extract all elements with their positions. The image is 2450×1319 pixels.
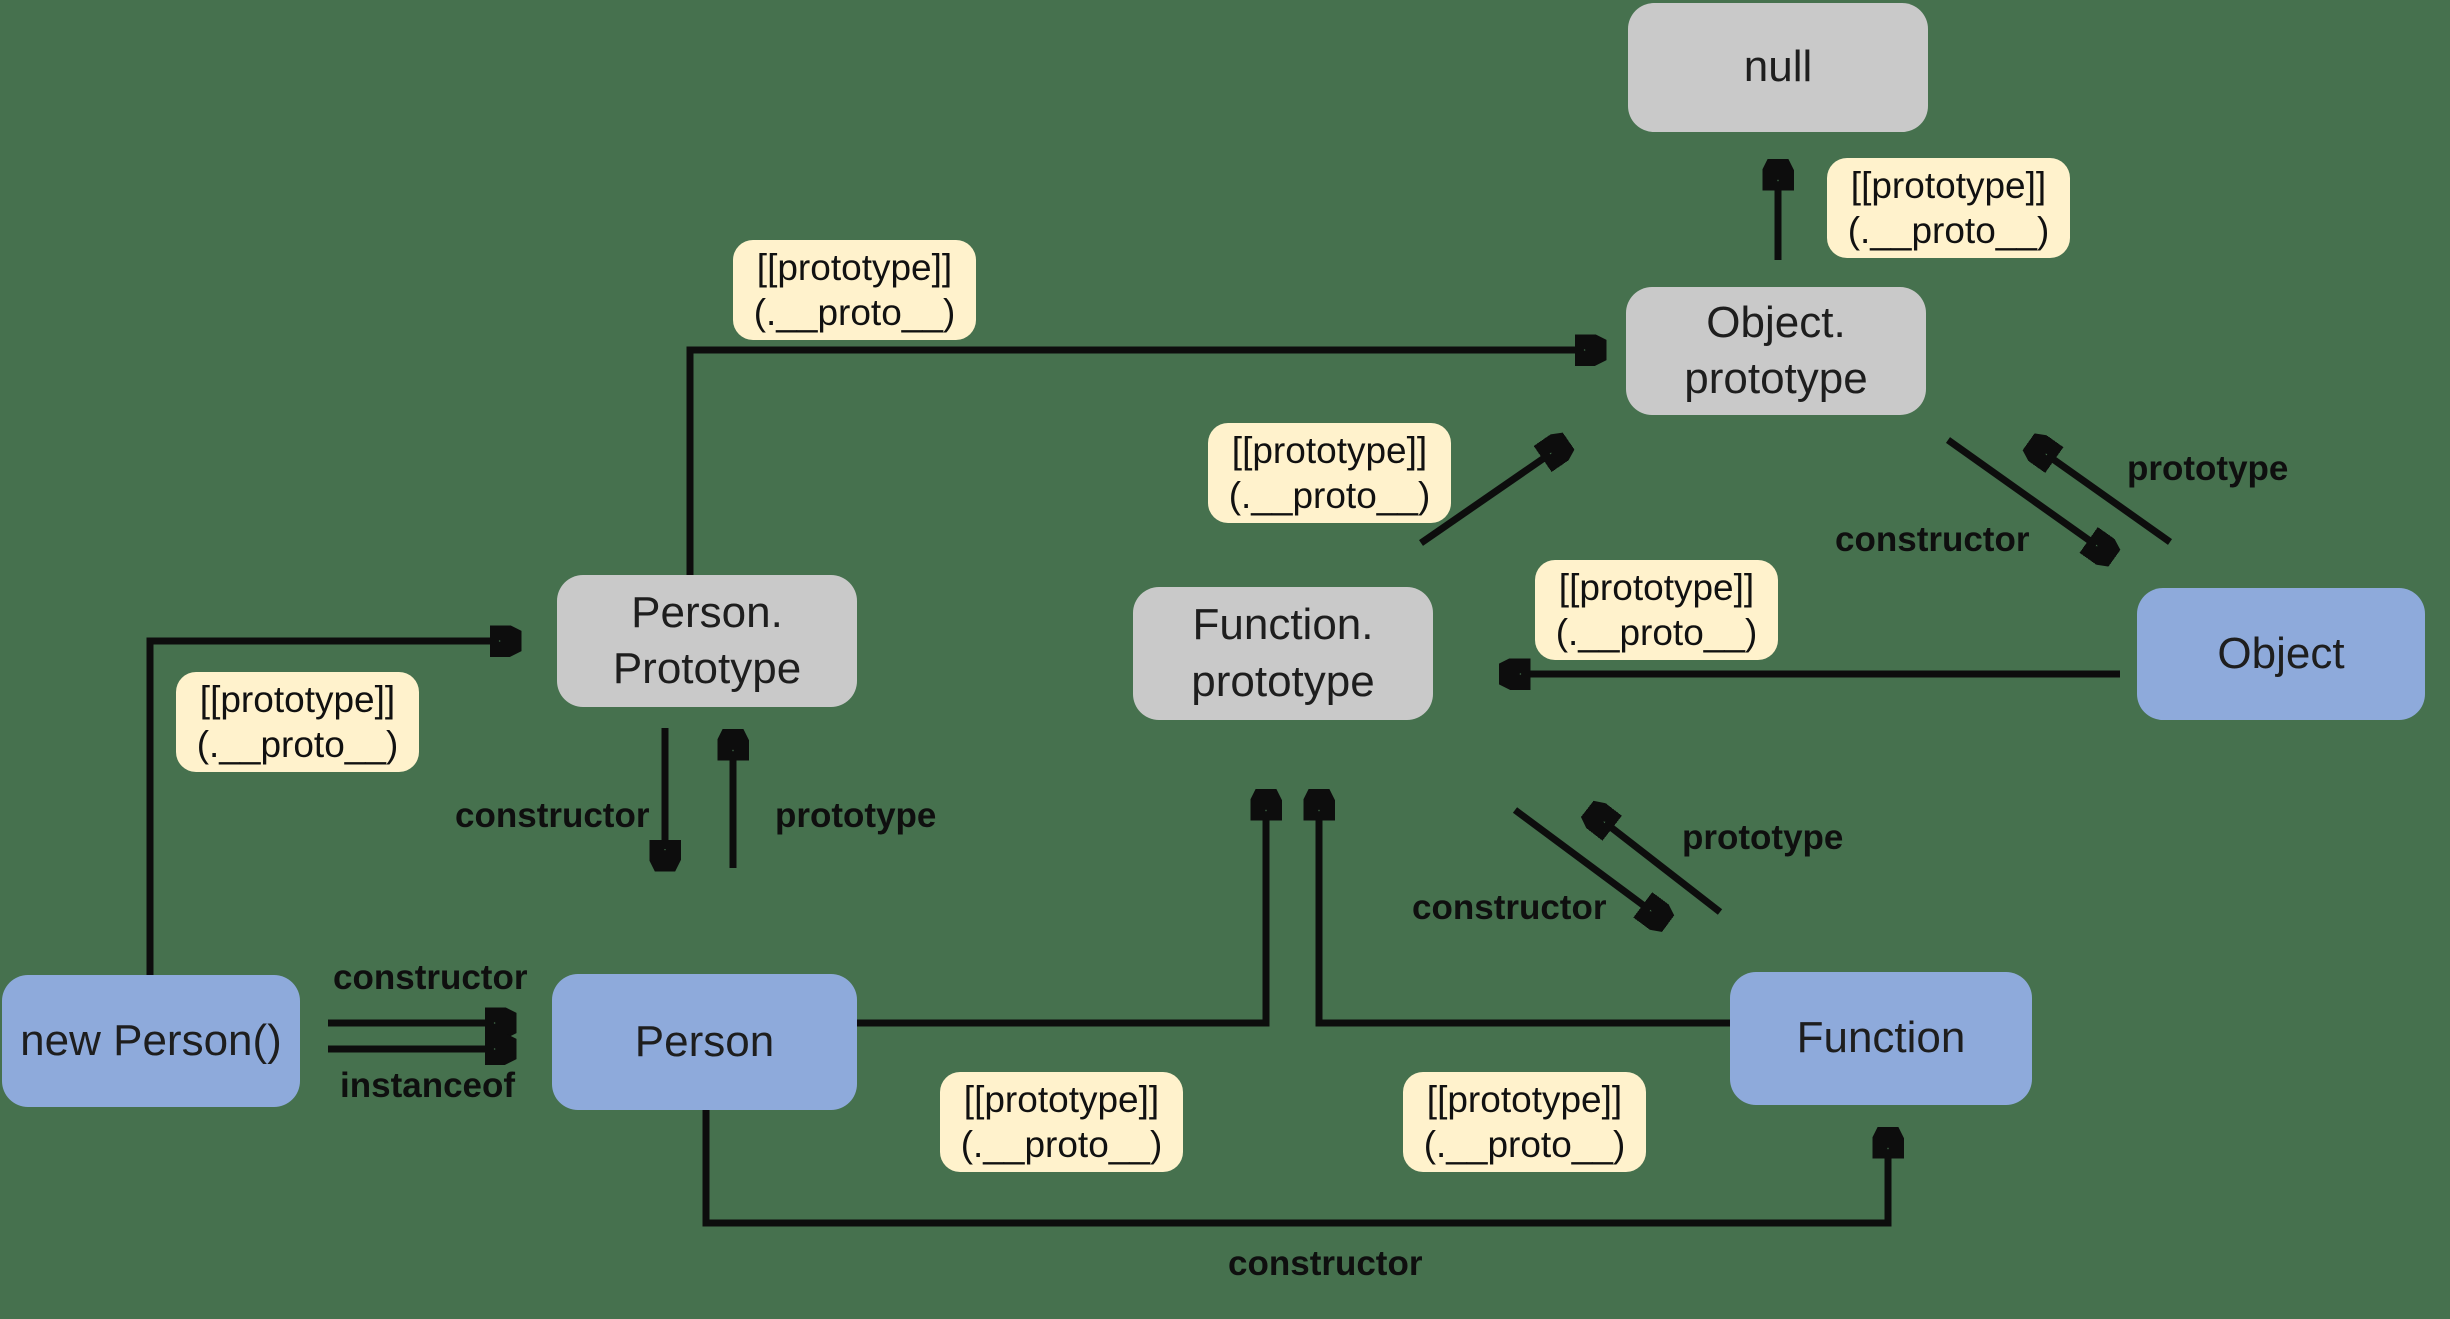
- node-object-prototype-line2: prototype: [1684, 354, 1868, 403]
- arrow-object-to-objectprototype-prototype: [2050, 457, 2173, 545]
- node-person-prototype-line2: Prototype: [612, 644, 802, 693]
- arrow-objectprototype-to-object-constructor: [1945, 437, 2093, 543]
- edge-label-prototype-function: prototype: [1682, 818, 1844, 857]
- node-person: Person: [552, 974, 857, 1110]
- node-object: Object: [2137, 588, 2425, 720]
- arrow-bottom-constructor: [702, 1108, 1888, 1227]
- note-object-to-functionprototype: [[prototype]] (.__proto__): [1535, 560, 1778, 660]
- note-line2: (.__proto__): [1555, 612, 1758, 653]
- arrow-function-to-functionprototype: [1319, 815, 1730, 1027]
- node-person-label: Person: [634, 1016, 775, 1066]
- note-personprototype-to-objectprototype: [[prototype]] (.__proto__): [733, 240, 976, 340]
- edge-label-instanceof-newperson: instanceof: [340, 1066, 516, 1105]
- edge-label-constructor-person: constructor: [455, 796, 650, 835]
- note-line2: (.__proto__): [1847, 210, 2050, 251]
- note-line1: [[prototype]]: [199, 678, 396, 720]
- note-functionprototype-to-objectprototype: [[prototype]] (.__proto__): [1208, 423, 1451, 523]
- note-newperson-to-personprototype: [[prototype]] (.__proto__): [176, 672, 419, 772]
- node-null-label: null: [1743, 42, 1813, 92]
- edge-label-constructor-bottom: constructor: [1228, 1244, 1423, 1283]
- arrow-functionprototype-to-function-constructor: [1512, 807, 1647, 908]
- note-function-to-functionprototype: [[prototype]] (.__proto__): [1403, 1072, 1646, 1172]
- note-line1: [[prototype]]: [756, 246, 953, 288]
- node-object-prototype-line1: Object.: [1706, 297, 1846, 347]
- node-new-person: new Person(): [2, 975, 300, 1107]
- note-line1: [[prototype]]: [1558, 566, 1755, 608]
- arrow-newperson-to-personprototype: [146, 641, 495, 975]
- arrow-personprototype-to-objectprototype: [686, 350, 1580, 575]
- note-line2: (.__proto__): [1228, 475, 1431, 516]
- node-person-prototype: Person. Prototype: [557, 575, 857, 707]
- edge-label-constructor-newperson: constructor: [333, 958, 528, 997]
- node-object-label: Object: [2217, 628, 2345, 678]
- note-line1: [[prototype]]: [1231, 429, 1428, 471]
- node-function-prototype-line1: Function.: [1192, 600, 1374, 650]
- note-line2: (.__proto__): [1423, 1124, 1626, 1165]
- node-null: null: [1628, 3, 1928, 132]
- edge-label-prototype-person: prototype: [775, 796, 937, 835]
- note-line1: [[prototype]]: [963, 1078, 1160, 1120]
- arrow-person-to-functionprototype: [857, 815, 1266, 1027]
- node-function: Function: [1730, 972, 2032, 1105]
- node-function-label: Function: [1796, 1013, 1966, 1063]
- edge-label-prototype-object: prototype: [2127, 449, 2289, 488]
- arrow-function-to-functionprototype-prototype: [1608, 825, 1723, 915]
- note-line2: (.__proto__): [753, 292, 956, 333]
- note-line1: [[prototype]]: [1850, 164, 2047, 206]
- edge-label-constructor-object: constructor: [1835, 520, 2030, 559]
- note-line2: (.__proto__): [960, 1124, 1163, 1165]
- note-line1: [[prototype]]: [1426, 1078, 1623, 1120]
- note-line2: (.__proto__): [196, 724, 399, 765]
- edge-label-constructor-function: constructor: [1412, 888, 1607, 927]
- node-object-prototype: Object. prototype: [1626, 287, 1926, 415]
- note-person-to-functionprototype: [[prototype]] (.__proto__): [940, 1072, 1183, 1172]
- note-objectprototype-to-null: [[prototype]] (.__proto__): [1827, 158, 2070, 258]
- node-person-prototype-line1: Person.: [631, 587, 783, 637]
- node-function-prototype: Function. prototype: [1133, 587, 1433, 720]
- node-function-prototype-line2: prototype: [1191, 656, 1375, 706]
- node-new-person-label: new Person(): [20, 1015, 282, 1065]
- arrow-functionprototype-to-objectprototype: [1419, 456, 1547, 546]
